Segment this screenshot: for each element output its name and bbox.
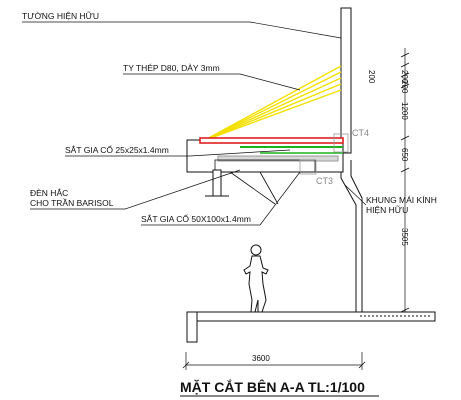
dim-tick bbox=[182, 361, 190, 369]
brace bbox=[229, 171, 276, 205]
leader-lamp-2 bbox=[124, 169, 241, 210]
dim-tick bbox=[400, 167, 410, 173]
ct3-box bbox=[299, 159, 317, 175]
existing-wall bbox=[340, 7, 352, 154]
label-lamp-2: CHO TRẦN BARISOL bbox=[30, 198, 114, 208]
brace bbox=[259, 171, 279, 205]
person-head bbox=[250, 244, 262, 256]
leader-tube-small-2 bbox=[189, 149, 291, 157]
leader-steel-rod-2 bbox=[239, 73, 301, 91]
label-frame-2: HIỆN HỮU bbox=[366, 205, 408, 215]
tie-rod bbox=[202, 89, 342, 142]
dim-tick bbox=[358, 361, 366, 369]
leader-tube-large-2 bbox=[259, 171, 301, 226]
tie-rod bbox=[202, 65, 342, 142]
dim-3505: 3505 bbox=[400, 228, 409, 246]
person-figure bbox=[243, 244, 269, 313]
dim-tick bbox=[400, 62, 410, 68]
dim-1200: 1200 bbox=[400, 102, 409, 120]
dim-ticks bbox=[400, 52, 410, 313]
dim-tick bbox=[400, 52, 410, 58]
tie-rod bbox=[202, 77, 342, 142]
red-beam bbox=[199, 137, 344, 144]
leader-frame bbox=[344, 184, 367, 206]
support-column bbox=[340, 160, 363, 312]
label-tube-large: SẮT GIA CỐ 50X100x1.4mm bbox=[141, 213, 251, 224]
leader-existing-wall-2 bbox=[249, 21, 342, 39]
dim-200-a: 200 bbox=[400, 70, 409, 84]
drawing-title: MẶT CẮT BÊN A-A TL:1/100 bbox=[180, 378, 365, 395]
dim-tick bbox=[400, 83, 410, 89]
dim-200-b: 200 bbox=[400, 80, 409, 94]
hanger bbox=[212, 169, 222, 197]
tag-ct3: CT3 bbox=[316, 176, 333, 186]
dim-tick bbox=[400, 135, 410, 141]
label-lamp-1: ĐÈN HẮC bbox=[30, 188, 68, 198]
dim-650: 650 bbox=[400, 148, 409, 162]
label-tube-small: SẮT GIA CỐ 25x25x1.4mm bbox=[65, 144, 169, 155]
dim-tick bbox=[400, 307, 410, 313]
dim-tick bbox=[400, 72, 410, 78]
lower-frame bbox=[214, 159, 316, 173]
tie-rod bbox=[202, 71, 342, 142]
tie-rod bbox=[202, 83, 342, 142]
person-body bbox=[243, 255, 269, 313]
gray-beam bbox=[217, 155, 339, 162]
label-steel-rod: TY THÉP D80, DÀY 3mm bbox=[123, 63, 220, 73]
dim-200-c: 200 bbox=[367, 70, 376, 84]
tag-ct4: CT4 bbox=[352, 128, 369, 138]
tie-rods bbox=[202, 65, 342, 142]
slab-step bbox=[186, 311, 198, 343]
dim-3600: 3600 bbox=[252, 354, 270, 363]
label-frame-1: KHUNG MÁI KÍNH bbox=[366, 195, 437, 205]
ct4-box bbox=[333, 133, 349, 153]
label-existing-wall: TƯỜNG HIỆN HỮU bbox=[22, 11, 99, 21]
